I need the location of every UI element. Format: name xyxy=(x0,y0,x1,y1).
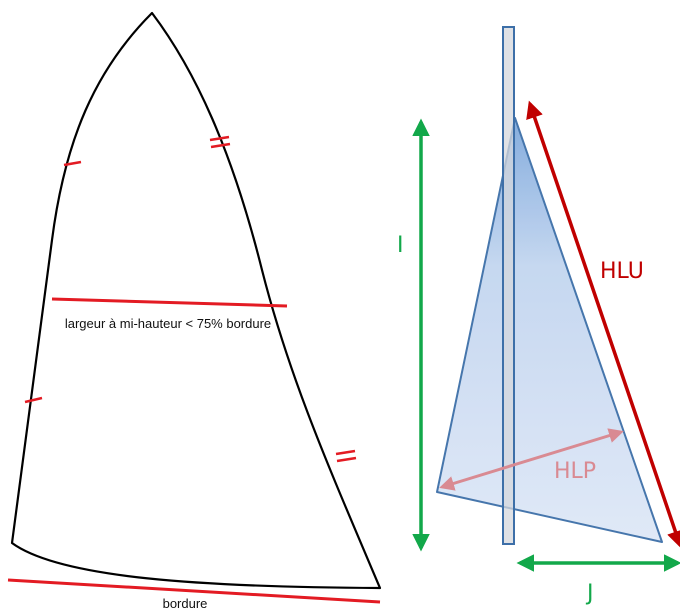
i-dimension-label: I xyxy=(397,233,404,258)
mast xyxy=(502,26,515,545)
foot-label: bordure xyxy=(163,596,208,610)
j-dimension-label: J xyxy=(585,581,594,606)
left-sail-outline xyxy=(10,11,382,590)
hlu-label: HLU xyxy=(600,259,644,284)
mid-height-width-line xyxy=(51,297,288,308)
hlu-arrow xyxy=(526,100,680,549)
left-sail: largeur à mi-hauteur < 75% bordure bordu… xyxy=(7,11,382,610)
leech-double-tick-upper-2 xyxy=(210,142,231,149)
hlp-arrow xyxy=(439,428,624,491)
right-sail: I HLU HLP J xyxy=(397,26,680,606)
luff-tick-lower xyxy=(24,396,43,404)
hlp-label: HLP xyxy=(554,459,596,484)
leech-double-tick-lower-2 xyxy=(336,456,357,463)
leech-double-tick-lower-1 xyxy=(335,449,356,456)
leech-double-tick-upper-1 xyxy=(209,135,230,142)
luff-tick-upper xyxy=(63,160,82,167)
foot-line xyxy=(7,578,381,604)
mid-height-width-label: largeur à mi-hauteur < 75% bordure xyxy=(65,316,271,331)
